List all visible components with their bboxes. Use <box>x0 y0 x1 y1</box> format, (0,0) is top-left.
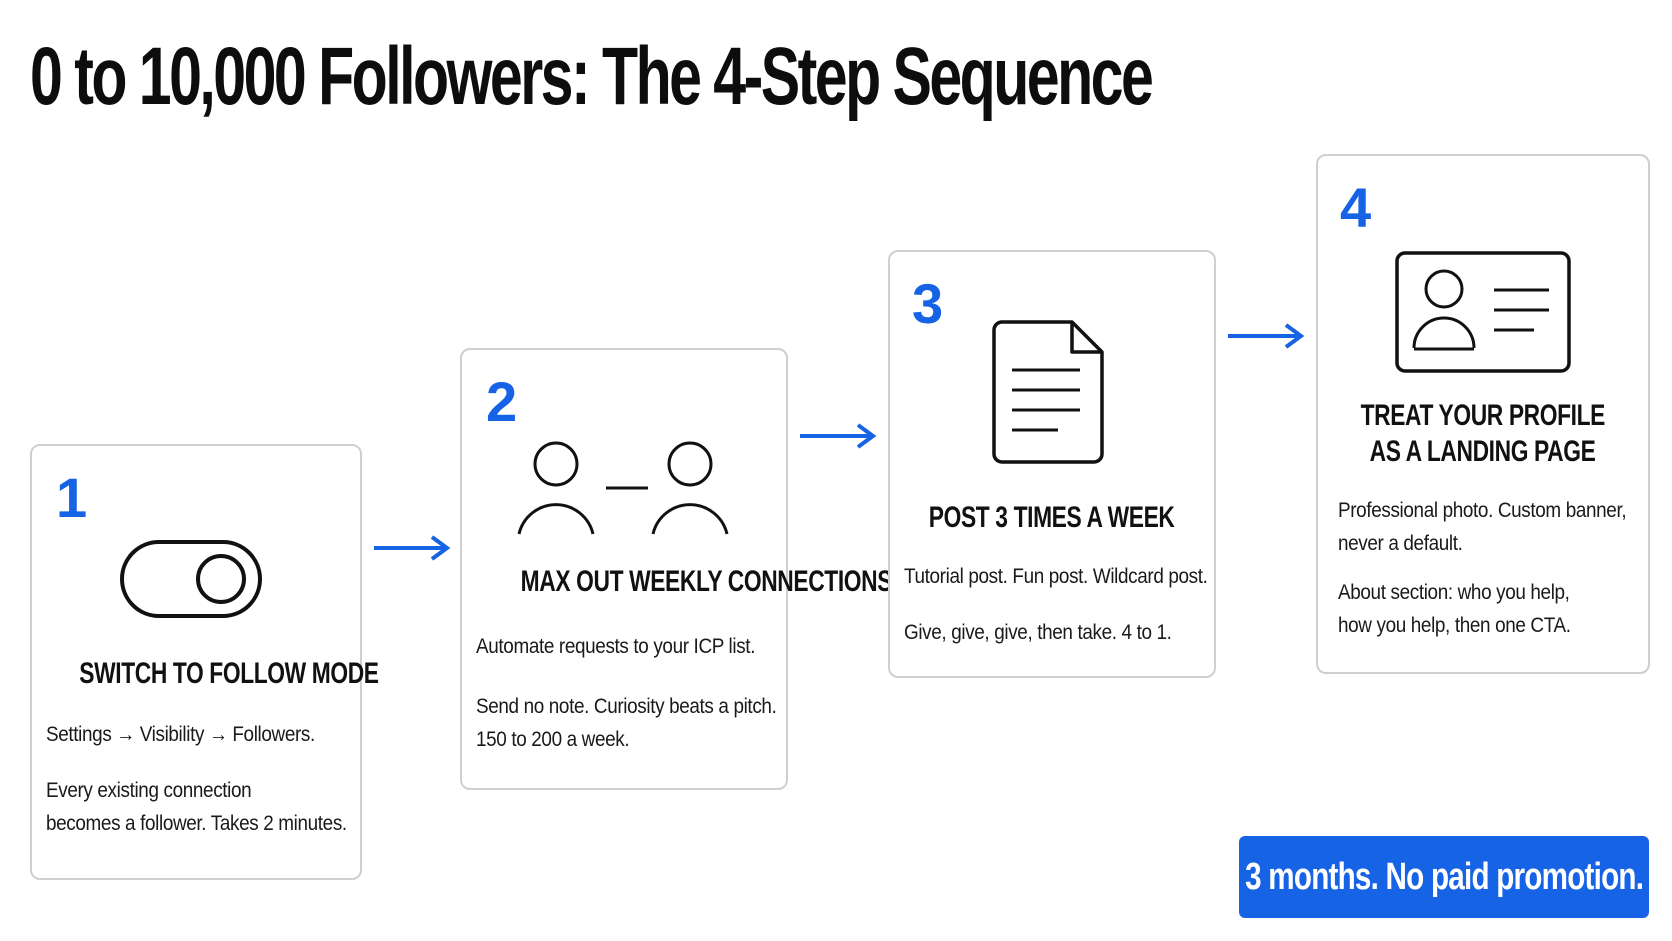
step-number: 2 <box>486 370 518 433</box>
footer-badge: 3 months. No paid promotion. <box>1239 836 1649 918</box>
step-description-2: Give, give, give, then take. 4 to 1. <box>904 621 1172 644</box>
step-description-2: About section: who you help, how you hel… <box>1338 581 1571 637</box>
step-description-1: Tutorial post. Fun post. Wildcard post. <box>904 565 1208 588</box>
step-title: MAX OUT WEEKLY CONNECTIONS <box>520 565 893 598</box>
step-description-1: Professional photo. Custom banner, never… <box>1338 499 1627 555</box>
document-icon <box>992 320 1104 464</box>
step-title: SWITCH TO FOLLOW MODE <box>79 657 379 690</box>
step-card-1: 1 SWITCH TO FOLLOW MODE Settings → Visib… <box>30 444 379 880</box>
step-number: 1 <box>56 466 88 529</box>
step-description-2: Every existing connection becomes a foll… <box>46 779 347 835</box>
step-card-4: 4 TREAT YOUR PROFILE AS A LANDING PAGE P… <box>1316 154 1650 674</box>
step-description-1: Automate requests to your ICP list. <box>476 635 756 658</box>
page-title: 0 to 10,000 Followers: The 4-Step Sequen… <box>30 31 1154 122</box>
step-title-line-2: AS A LANDING PAGE <box>1370 435 1596 468</box>
step-description-2: Send no note. Curiosity beats a pitch. 1… <box>476 695 777 751</box>
arrow-right-icon <box>374 535 451 561</box>
step-card-3: 3 POST 3 TIMES A WEEK Tutorial post. Fun… <box>888 250 1216 678</box>
connected-people-icon <box>517 441 729 535</box>
step-title-line-1: TREAT YOUR PROFILE <box>1360 399 1606 432</box>
arrow-right-icon <box>800 423 877 449</box>
step-number: 3 <box>912 272 944 335</box>
arrow-right-icon <box>1228 323 1305 349</box>
step-number: 4 <box>1340 176 1372 239</box>
toggle-switch-icon <box>120 540 262 618</box>
step-card-2: 2 MAX OUT WEEKLY CONNECTIONS Automate re… <box>460 348 893 790</box>
profile-card-icon <box>1395 251 1571 373</box>
step-title: POST 3 TIMES A WEEK <box>929 501 1175 534</box>
step-description-1: Settings → Visibility → Followers. <box>46 723 315 746</box>
